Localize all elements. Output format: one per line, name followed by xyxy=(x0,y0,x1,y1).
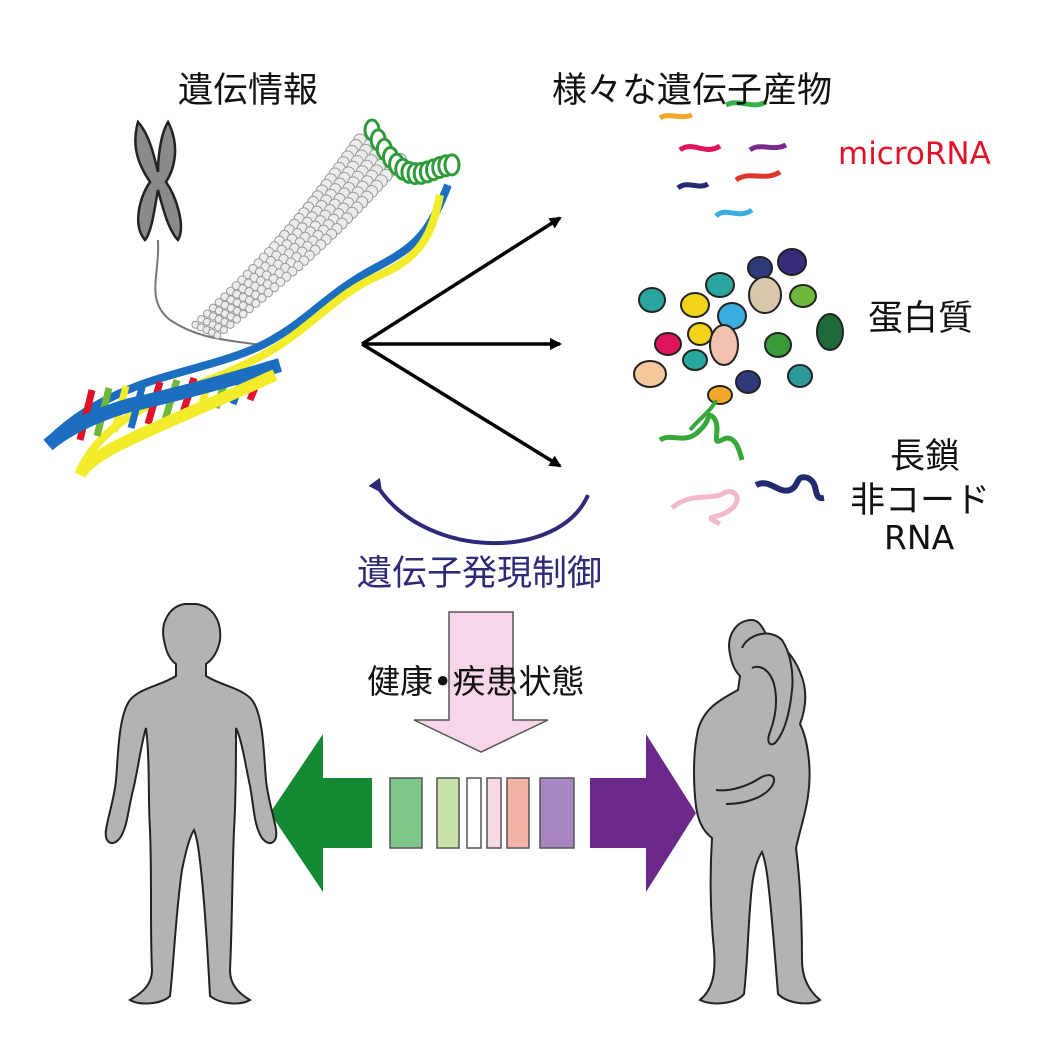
chromosome-icon xyxy=(134,119,261,346)
regulation-arrow xyxy=(368,477,590,546)
nucleosome-ring xyxy=(443,153,461,177)
microrna-strands xyxy=(658,99,788,219)
healthy-person-icon xyxy=(104,603,278,1005)
protein-blob xyxy=(707,385,733,405)
arrow-to-microrna xyxy=(361,216,562,346)
chromatin-bead xyxy=(245,304,254,314)
chromatin-bead xyxy=(251,298,261,308)
protein-blob xyxy=(735,370,761,394)
protein-blob xyxy=(680,292,710,318)
arrow-to-lncrna xyxy=(361,342,562,468)
protein-blob xyxy=(687,322,713,346)
spectrum-bar xyxy=(506,777,530,849)
spectrum-bar xyxy=(436,777,460,849)
sick-person-icon xyxy=(693,618,822,1005)
label-lncrna-line2: 非コード xyxy=(850,481,991,521)
label-lncrna-line3: RNA xyxy=(884,518,955,557)
nucleosome-coil-icon xyxy=(363,118,461,186)
label-protein: 蛋白質 xyxy=(868,299,974,339)
protein-blob xyxy=(638,287,666,313)
spectrum-bars xyxy=(389,777,575,849)
protein-blob xyxy=(747,256,773,280)
chromatin-bead xyxy=(263,287,273,298)
spectrum-bar xyxy=(539,777,575,849)
protein-blob xyxy=(633,360,667,388)
chromatin-bead xyxy=(275,277,286,287)
protein-blob xyxy=(682,349,708,371)
protein-blob xyxy=(705,272,735,298)
branch-arrows xyxy=(361,216,562,468)
chromatin-fiber-icon xyxy=(191,133,407,340)
chromatin-bead xyxy=(238,309,248,319)
chromatin-bead xyxy=(232,315,242,324)
label-gene-regulation: 遺伝子発現制御 xyxy=(357,554,603,594)
green-left-arrow xyxy=(270,734,372,892)
spectrum-bar xyxy=(466,777,482,849)
protein-blob xyxy=(748,276,782,314)
chromatin-bead xyxy=(257,293,267,303)
protein-blob xyxy=(789,284,817,308)
lncrna-strands xyxy=(658,399,825,527)
spectrum-bar xyxy=(486,777,502,849)
protein-blobs xyxy=(633,248,844,405)
purple-right-arrow xyxy=(590,734,696,892)
protein-blob xyxy=(654,332,682,356)
label-gene-products: 様々な遺伝子産物 xyxy=(552,71,833,111)
dna-helix-icon xyxy=(43,183,452,479)
protein-blob xyxy=(764,332,792,358)
chromatin-bead xyxy=(219,325,228,335)
protein-blob xyxy=(787,364,813,388)
spectrum-bar xyxy=(389,777,423,849)
label-genetic-info: 遺伝情報 xyxy=(178,71,319,111)
chromatin-bead xyxy=(269,282,280,293)
label-microrna: microRNA xyxy=(838,136,991,172)
pink-down-arrow xyxy=(413,611,549,753)
label-health-disease: 健康•疾患状態 xyxy=(367,662,585,701)
protein-blob xyxy=(816,313,844,351)
label-lncrna-line1: 長鎖 xyxy=(890,437,961,477)
protein-blob xyxy=(777,248,807,276)
chromatin-bead xyxy=(213,331,222,340)
protein-blob xyxy=(709,324,739,366)
chromatin-bead xyxy=(226,320,235,329)
